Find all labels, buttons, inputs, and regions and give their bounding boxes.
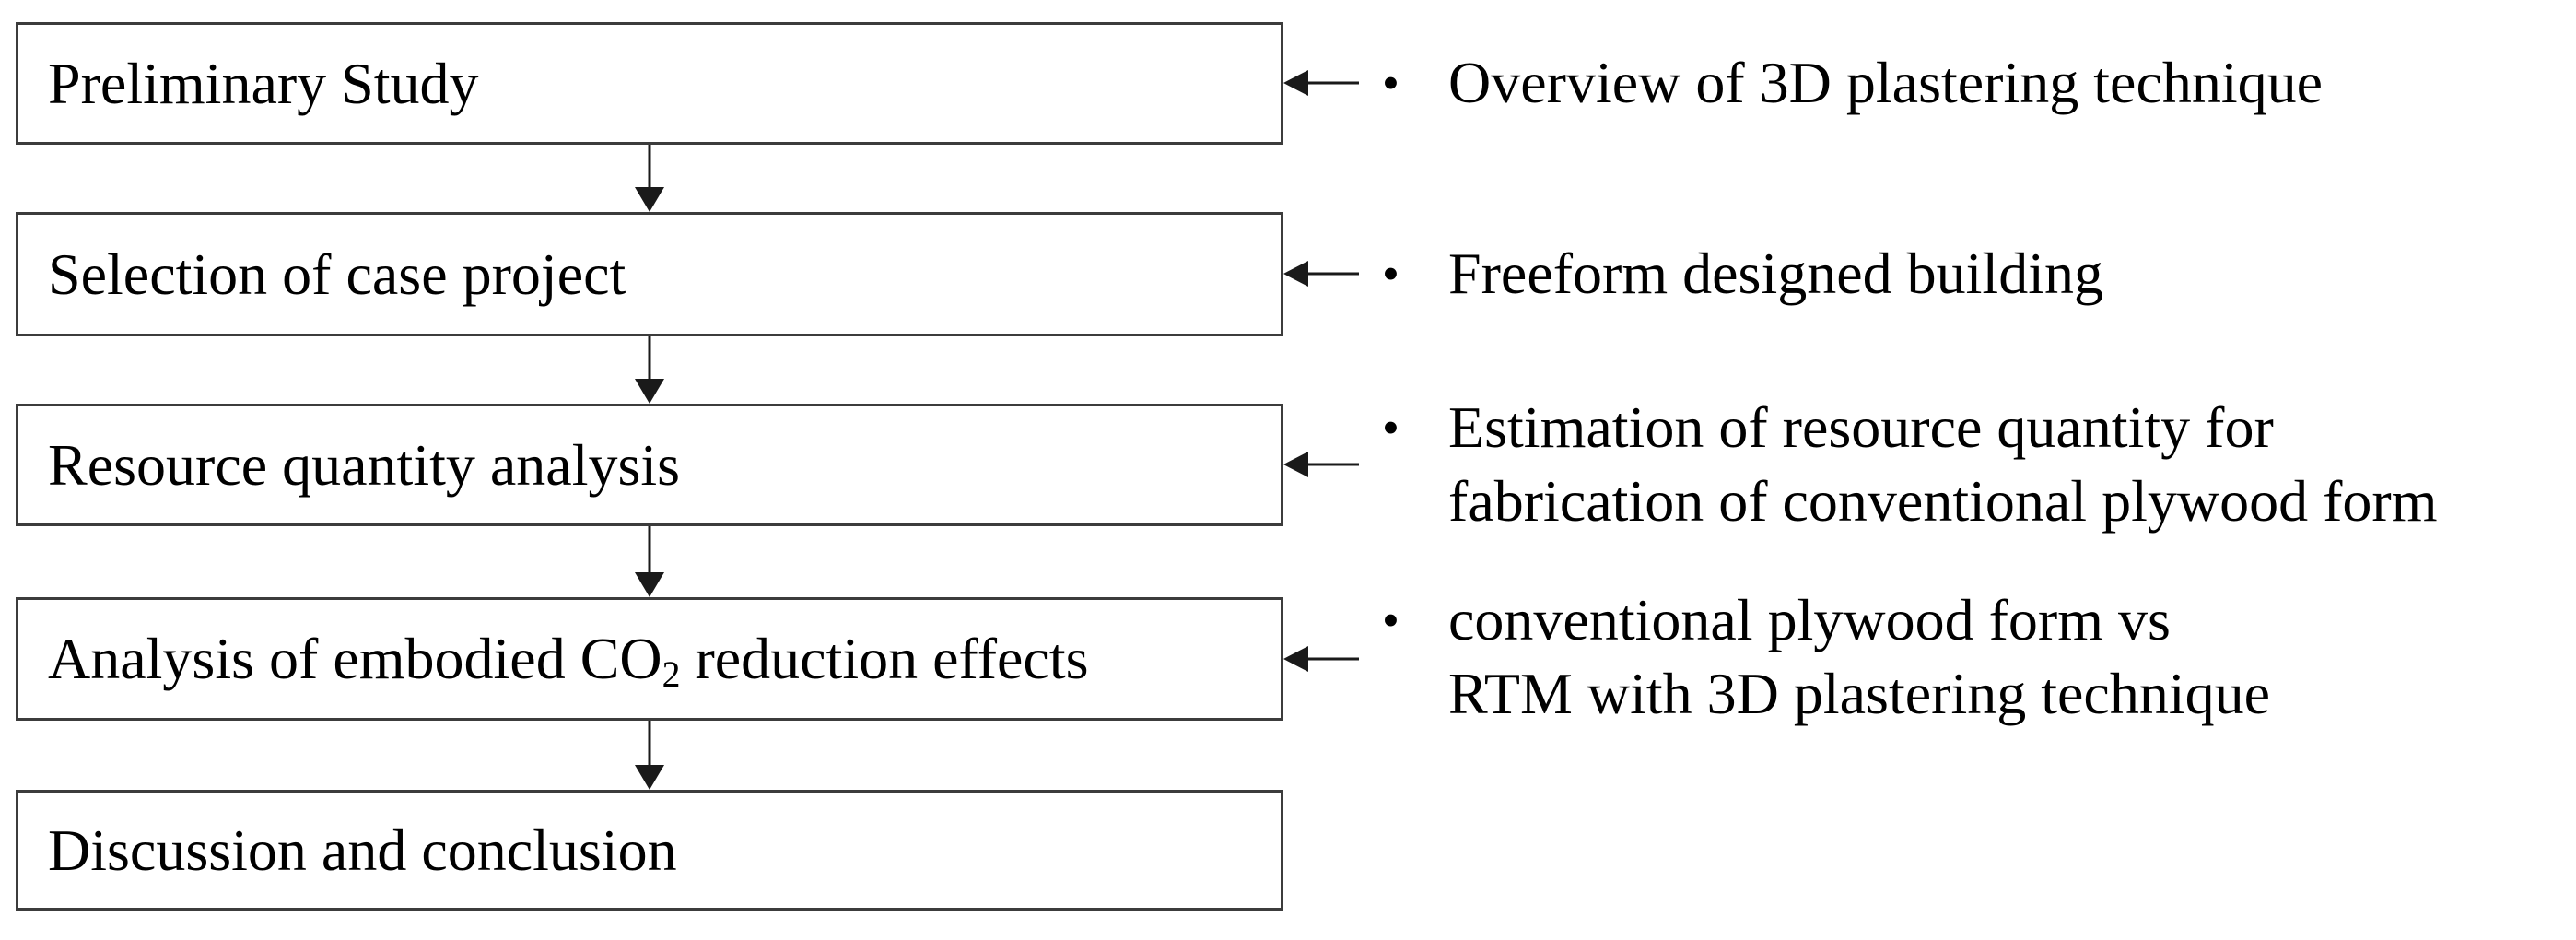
- flow-box-co2-reduction-analysis: Analysis of embodied CO2 reduction effec…: [16, 597, 1283, 721]
- subscript-2: 2: [662, 653, 681, 695]
- arrow-shaft: [1306, 272, 1359, 276]
- annotation-line: Overview of 3D plastering technique: [1448, 50, 2324, 115]
- down-arrow-icon: [635, 145, 664, 212]
- arrow-head: [1283, 646, 1308, 672]
- down-arrow-icon: [635, 336, 664, 404]
- flow-box-label: Resource quantity analysis: [48, 431, 681, 498]
- bullet-icon: •: [1382, 246, 1399, 301]
- flow-box-label: Discussion and conclusion: [48, 817, 677, 883]
- flow-box-discussion-conclusion: Discussion and conclusion: [16, 790, 1283, 911]
- annotation-line: RTM with 3D plastering technique: [1448, 661, 2270, 726]
- bullet-icon: •: [1382, 593, 1399, 648]
- flow-box-case-project-selection: Selection of case project: [16, 212, 1283, 336]
- flow-box-resource-quantity-analysis: Resource quantity analysis: [16, 404, 1283, 526]
- arrow-shaft: [1306, 463, 1359, 466]
- flow-box-label: Analysis of embodied CO2 reduction effec…: [48, 626, 1089, 695]
- arrow-head: [635, 572, 664, 597]
- arrow-head: [635, 187, 664, 212]
- arrow-shaft: [648, 145, 651, 190]
- flow-box-label: Preliminary Study: [48, 50, 479, 116]
- arrow-head: [635, 765, 664, 790]
- arrow-head: [1283, 452, 1308, 477]
- left-arrow-icon: [1283, 261, 1359, 287]
- bullet-icon: •: [1382, 55, 1399, 111]
- left-arrow-icon: [1283, 646, 1359, 672]
- flow-box-label: Selection of case project: [48, 241, 626, 307]
- arrow-shaft: [648, 336, 651, 382]
- left-arrow-icon: [1283, 452, 1359, 477]
- arrow-head: [1283, 261, 1308, 287]
- left-arrow-icon: [1283, 70, 1359, 96]
- annotation-line: Freeform designed building: [1448, 241, 2103, 306]
- down-arrow-icon: [635, 721, 664, 790]
- arrow-shaft: [1306, 81, 1359, 85]
- bullet-icon: •: [1382, 400, 1399, 455]
- annotation-overview: • Overview of 3D plastering technique: [1382, 46, 2323, 120]
- down-arrow-icon: [635, 526, 664, 597]
- arrow-head: [635, 379, 664, 404]
- annotation-line: Estimation of resource quantity for: [1448, 394, 2274, 460]
- annotation-freeform-building: • Freeform designed building: [1382, 237, 2103, 311]
- flow-box-preliminary-study: Preliminary Study: [16, 22, 1283, 145]
- arrow-head: [1283, 70, 1308, 96]
- annotation-line: fabrication of conventional plywood form: [1448, 468, 2438, 534]
- annotation-form-comparison: • conventional plywood form vs RTM with …: [1382, 583, 2270, 731]
- arrow-shaft: [1306, 657, 1359, 661]
- arrow-shaft: [648, 526, 651, 575]
- annotation-resource-estimation: • Estimation of resource quantity for fa…: [1382, 391, 2437, 538]
- annotation-line: conventional plywood form vs: [1448, 587, 2171, 652]
- arrow-shaft: [648, 721, 651, 768]
